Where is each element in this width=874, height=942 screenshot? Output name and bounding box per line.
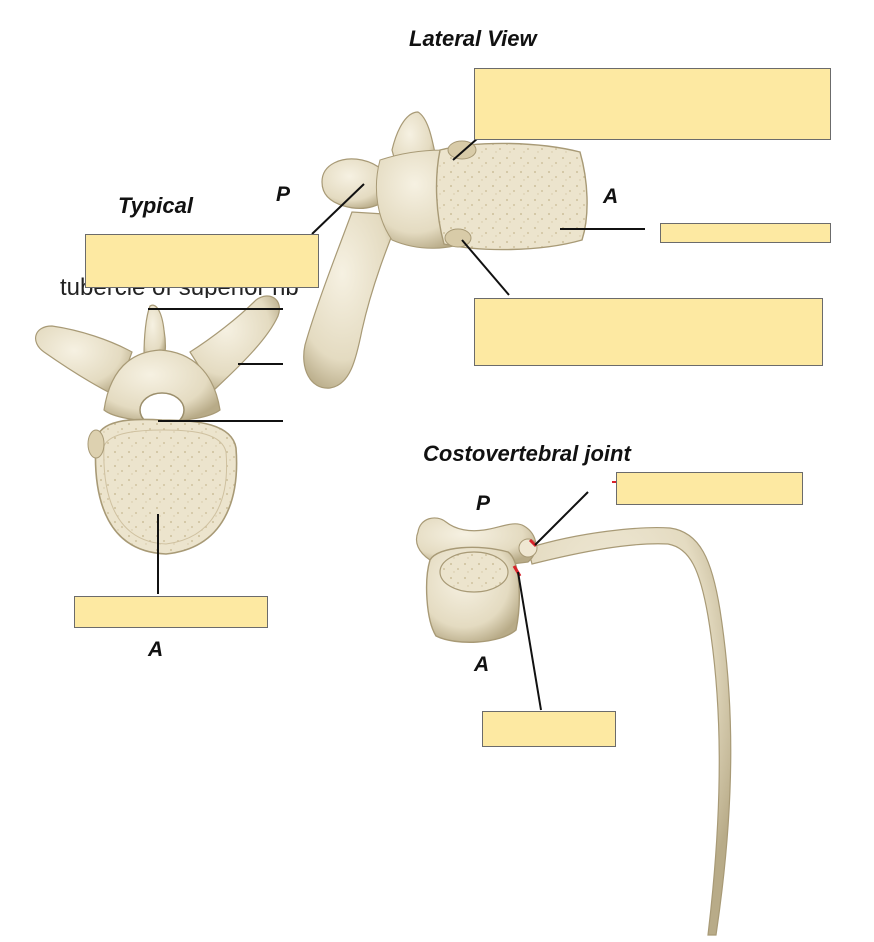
joint-posterior-marker: P (476, 492, 491, 515)
rib (527, 527, 732, 936)
leader-joint-lower (517, 571, 542, 711)
leader-lateral-top (452, 137, 479, 161)
answer-box-joint-lower[interactable] (482, 711, 616, 747)
typical-right-transverse-process (189, 295, 280, 391)
lateral-view-title: Lateral View (409, 26, 537, 51)
lateral-vertebra (303, 111, 588, 389)
typical-anterior-marker: A (148, 638, 164, 661)
typical-left-transverse-process (35, 325, 133, 397)
joint-anterior-marker: A (474, 653, 490, 676)
leader-lateral-transverse (311, 183, 365, 235)
leader-joint-upper (534, 491, 589, 546)
lateral-spinous-process (303, 211, 401, 389)
answer-box-typical-body[interactable] (74, 596, 268, 628)
answer-box-lateral-body[interactable] (660, 223, 831, 243)
costovertebral-joint-title: Costovertebral joint (423, 441, 631, 466)
typical-vertebral-body (94, 418, 238, 555)
lateral-vertebral-body (435, 142, 588, 251)
answer-box-lateral-inferior[interactable] (474, 298, 823, 366)
typical-vertebra (35, 295, 280, 555)
answer-box-lateral-transverse[interactable] (85, 234, 319, 288)
lateral-anterior-marker: A (603, 185, 619, 208)
leader-lateral-inferior (461, 239, 510, 296)
answer-box-lateral-superior[interactable] (474, 68, 831, 140)
leader-lines (148, 137, 645, 711)
lateral-posterior-marker: P (276, 183, 291, 206)
costovertebral-joint-figure (415, 481, 732, 936)
typical-title: Typical (118, 193, 193, 218)
answer-box-joint-upper[interactable] (616, 472, 803, 505)
